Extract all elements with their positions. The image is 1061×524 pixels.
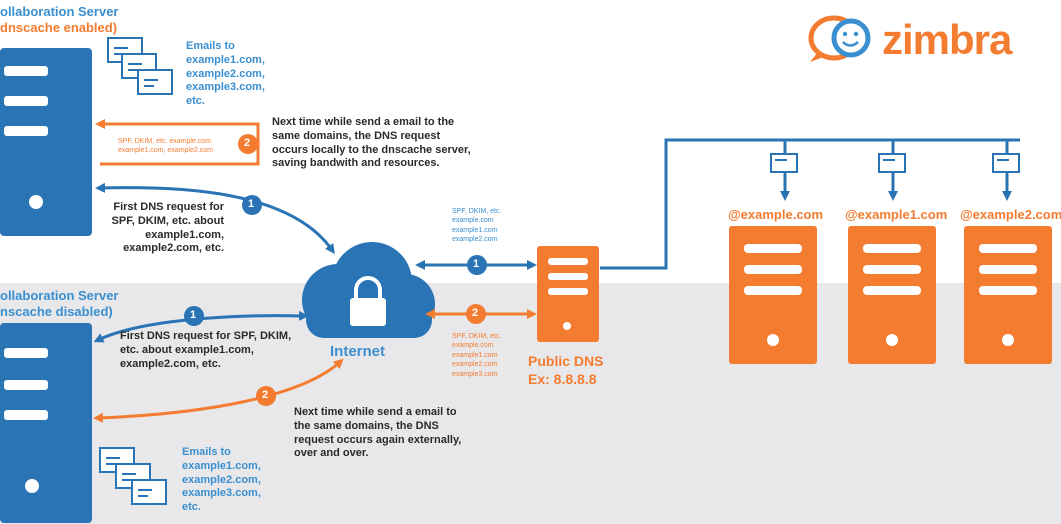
domain-label-3: @example2.com [960, 207, 1061, 222]
top-badge-1 [242, 195, 262, 215]
top-step1-text: First DNS request for SPF, DKIM, etc. ab… [111, 201, 224, 255]
dns-to-domains-line [600, 138, 1020, 270]
top-cache-records: SPF, DKIM, etc. example.com example1.com… [118, 138, 213, 155]
bottom-badge-2 [256, 386, 276, 406]
dns-records-blue: SPF, DKIM, etc. example.com example1.com… [452, 208, 502, 244]
top-badge-2-label: 2 [244, 137, 251, 149]
bottom-repeat-arrow [93, 358, 344, 423]
dns-badge-2 [466, 304, 486, 324]
bottom-step2-text: Next time while send a email to the same… [294, 406, 462, 460]
dns-badge-1 [467, 255, 487, 275]
internet-label: Internet [330, 343, 386, 360]
domain-server-3 [964, 140, 1052, 364]
dns-records-orange: SPF, DKIM, etc. example.com example1.com… [452, 333, 502, 378]
top-server-icon [0, 48, 92, 236]
top-email-stack-icon [107, 37, 173, 95]
top-server-subtitle: dnscache enabled) [0, 20, 118, 35]
bottom-email-stack-icon [99, 447, 167, 505]
domain-label-2: @example1.com [845, 207, 948, 222]
zimbra-face-icon [808, 15, 871, 62]
dns-badge-2-label: 2 [472, 307, 479, 319]
top-cache-arrow [95, 119, 260, 144]
public-dns-label: Public DNS [528, 353, 604, 369]
top-request-arrow [95, 182, 335, 255]
domain-label-1: @example.com [728, 207, 824, 222]
domain-server-2 [848, 140, 936, 364]
lock-icon [350, 276, 386, 326]
bottom-badge-2-label: 2 [262, 389, 269, 401]
domain-server-1 [729, 140, 817, 364]
bottom-emails-label: Emails to example1.com, example2.com, ex… [182, 446, 261, 513]
zimbra-logo-wordmark: zimbra [882, 16, 1012, 63]
top-badge-1-label: 1 [248, 198, 255, 210]
top-step2-text: Next time while send a email to the same… [272, 116, 471, 170]
bottom-server-icon [0, 323, 92, 523]
bottom-server-title: ollaboration Server [0, 288, 119, 303]
public-dns-example: Ex: 8.8.8.8 [528, 371, 597, 387]
top-badge-2 [238, 134, 258, 154]
top-server-title: ollaboration Server [0, 4, 119, 19]
bottom-badge-1-label: 1 [190, 309, 197, 321]
public-dns-server-icon [537, 246, 599, 342]
top-emails-label: Emails to example1.com, example2.com, ex… [186, 40, 265, 107]
dns-badge-1-label: 1 [473, 258, 480, 270]
bottom-server-subtitle: nscache disabled) [0, 304, 113, 319]
bottom-step1-text: First DNS request for SPF, DKIM, etc. ab… [120, 330, 292, 370]
bottom-badge-1 [184, 306, 204, 326]
